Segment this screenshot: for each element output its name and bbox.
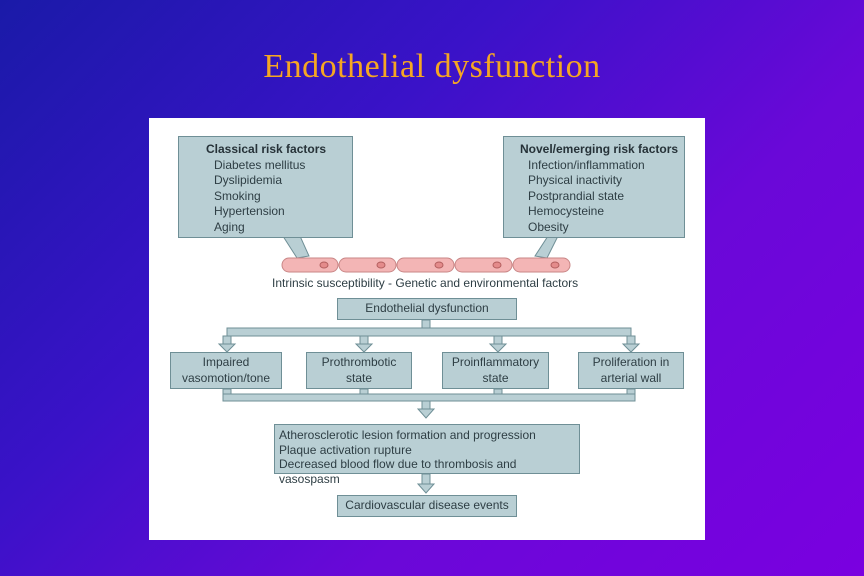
novel-item: Hemocysteine [528,204,605,218]
diagram-figure: Classical risk factors Diabetes mellitus… [149,118,705,540]
merge-connector [222,388,636,419]
slide-title: Endothelial dysfunction [263,48,601,85]
final-connector [416,473,436,494]
novel-risk-factors-box: Novel/emerging risk factors Infection/in… [503,136,685,238]
cell-nucleus [550,261,560,269]
endothelial-cell [396,257,455,273]
effect-line: state [482,370,509,385]
endothelial-cell [512,257,571,273]
classical-risk-factors-box: Classical risk factors Diabetes mellitus… [178,136,353,238]
classical-item: Smoking [214,188,261,203]
endothelial-cell [338,257,397,273]
effect-box: Proinflammatory state [442,352,549,389]
effect-line: Proliferation in [592,355,670,369]
cell-nucleus [319,261,329,269]
cell-nucleus [376,261,386,269]
effect-line: Prothrombotic [321,355,397,369]
classical-item: Diabetes mellitus [214,157,306,172]
classical-item: Hypertension [214,204,285,218]
classical-item: Aging [214,219,245,234]
susceptibility-label: Intrinsic susceptibility - Genetic and e… [272,276,579,290]
effect-line: state [345,370,372,385]
cardiovascular-events-box: Cardiovascular disease events [337,495,517,517]
effect-box: Proliferation in arterial wall [578,352,684,389]
classical-item: Dyslipidemia [214,173,283,187]
effect-line: Proinflammatory [451,355,540,369]
endothelial-cell [281,257,339,273]
novel-item: Obesity [528,219,569,234]
outcomes-box: Atherosclerotic lesion formation and pro… [274,424,580,486]
cell-nucleus [492,261,502,269]
effect-line: vasomotion/tone [181,370,271,385]
split-connector [217,319,641,353]
novel-item: Physical inactivity [528,173,623,187]
classical-heading: Classical risk factors [206,142,327,156]
outcome-item: Decreased blood flow due to thrombosis a… [279,457,517,486]
effect-line: Impaired [202,355,250,369]
novel-item: Infection/inflammation [528,157,645,172]
effect-box: Impaired vasomotion/tone [170,352,282,389]
effect-box: Prothrombotic state [306,352,412,389]
cell-nucleus [434,261,444,269]
outcome-item: Atherosclerotic lesion formation and pro… [279,428,536,442]
novel-item: Postprandial state [528,188,625,203]
effect-line: arterial wall [600,370,662,385]
connector-graphics [217,215,641,494]
endothelial-dysfunction-box: Endothelial dysfunction [337,298,517,320]
outcome-item: Plaque activation rupture [279,442,412,457]
endothelial-cell [454,257,513,273]
endothelial-cells [281,257,571,273]
novel-heading: Novel/emerging risk factors [520,142,679,156]
